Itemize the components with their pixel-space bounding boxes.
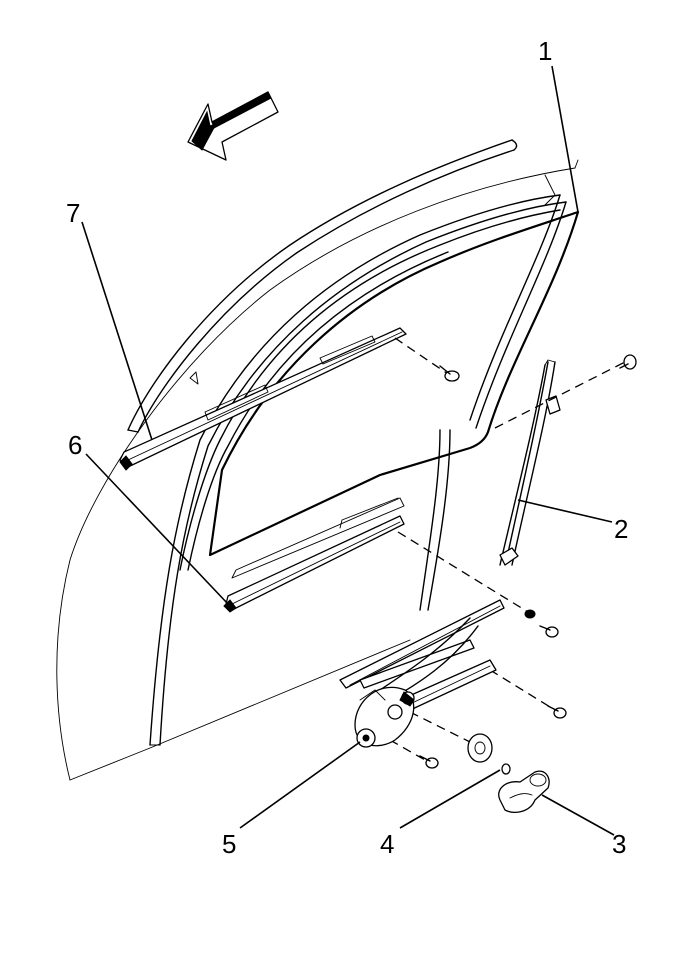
callout-leaders: [81, 65, 615, 836]
front-direction-arrow-icon: [187, 91, 279, 161]
door-shell: [56, 159, 579, 781]
callout-2: 2: [614, 514, 628, 544]
window-regulator: [339, 599, 505, 748]
bolt: [547, 705, 567, 719]
bolt: [619, 354, 637, 370]
bolt: [439, 365, 460, 382]
fasteners: [389, 337, 637, 769]
bolt: [419, 755, 439, 769]
rear-glass-run-channel: [499, 359, 561, 566]
callout-3: 3: [612, 829, 626, 859]
upper-frame-molding: [127, 139, 518, 433]
window-frame: [149, 174, 567, 746]
callout-4: 4: [380, 829, 394, 859]
callout-5: 5: [222, 829, 236, 859]
nut: [524, 609, 536, 619]
callout-7: 7: [66, 198, 80, 228]
window-crank-handle: [498, 770, 550, 813]
window-glass: [208, 210, 580, 579]
callout-6: 6: [68, 430, 82, 460]
inner-belt-weatherstrip: [223, 515, 405, 613]
handle-retaining-clip: [501, 763, 511, 775]
bolt: [539, 625, 559, 638]
outer-belt-weatherstrip: [119, 327, 407, 471]
regulator-grommet: [467, 733, 493, 763]
callout-1: 1: [538, 36, 552, 66]
